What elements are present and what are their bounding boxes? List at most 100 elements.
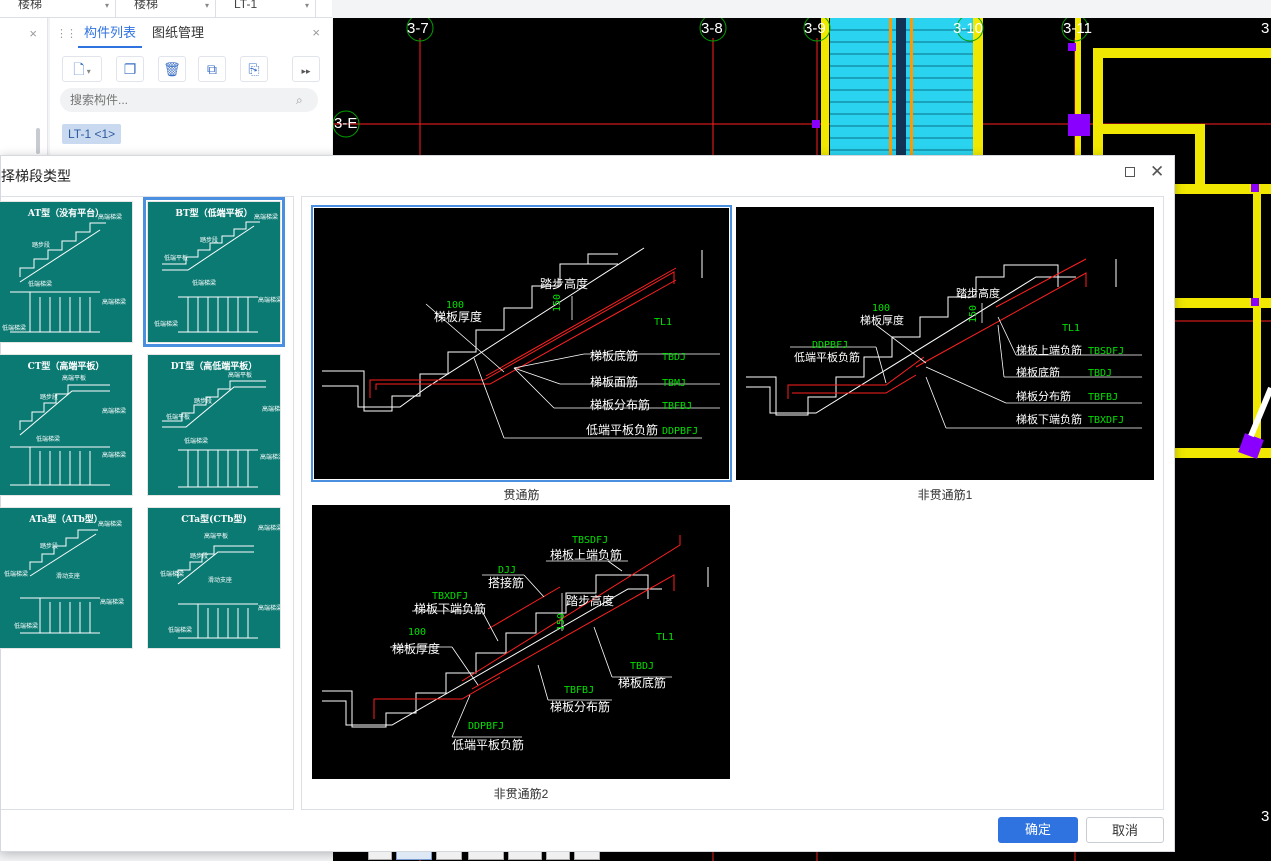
rebar-diagram: 100 梯板厚度 踏步高度 150 TL1 DDPBFJ 低端平板负筋 梯板上端…	[746, 258, 1142, 429]
stair-type-thumbnail: 高端梯梁 踏步段 低端梯梁 滑动支座 高端梯梁 低端梯梁	[4, 520, 124, 634]
scrollbar[interactable]	[36, 128, 40, 154]
rebar-code: TBMJ	[662, 378, 686, 389]
tab-component-list[interactable]: 构件列表	[78, 18, 143, 48]
thumb-label: 踏步段	[194, 397, 212, 405]
layers-icon: ⧉	[207, 61, 217, 77]
rebar-code: DDPBFJ	[662, 426, 698, 437]
rebar-option-through[interactable]: 100 梯板厚度 踏步高度 150 TL1 梯板底筋 TBDJ 梯板面筋 TBM…	[311, 205, 732, 482]
thumb-label: 高端梯梁	[254, 213, 278, 221]
more-button[interactable]: ▸▸	[292, 56, 320, 82]
component-type-dropdown[interactable]: 楼梯▾	[116, 0, 216, 17]
maximize-icon[interactable]	[1125, 167, 1135, 177]
thumb-label: 高端梯梁	[260, 453, 281, 461]
search-icon: ⌕	[296, 93, 303, 107]
rebar-option-caption: 非贯通筋2	[493, 787, 549, 801]
extract-button[interactable]: ⎘	[240, 56, 268, 82]
search-input[interactable]	[60, 88, 318, 112]
rebar-name: 梯板下端负筋	[414, 601, 486, 616]
thumb-label: 踏步段	[190, 552, 208, 560]
thumb-label: 踏步段	[40, 393, 58, 401]
reinforcement-preview-panel: 100 梯板厚度 踏步高度 150 TL1 梯板底筋 TBDJ 梯板面筋 TBM…	[301, 196, 1164, 810]
label-text: 梯板厚度	[392, 641, 440, 656]
label-text: 梯板厚度	[434, 309, 482, 324]
toolbar-tab[interactable]	[508, 852, 542, 860]
rebar-code: TBDJ	[630, 661, 654, 672]
dropdown-value: 楼梯	[18, 0, 43, 11]
chevron-down-icon: ▾	[84, 67, 91, 76]
component-name-dropdown[interactable]: LT-1▾	[216, 0, 316, 17]
tl-label: TL1	[656, 632, 674, 643]
stair-type-title: AT型（没有平台）	[27, 209, 105, 219]
dimension-text: 150	[556, 613, 567, 631]
toolbar-tab[interactable]	[436, 852, 462, 860]
toolbar-tab[interactable]	[468, 852, 504, 860]
thumb-label: 低端梯梁	[14, 622, 38, 630]
toolbar-tab[interactable]	[574, 852, 600, 860]
thumb-label: 滑动支座	[208, 576, 232, 584]
thumb-label: 踏步段	[200, 236, 218, 244]
stair-type-title: BT型（低端平板）	[175, 209, 253, 219]
stair-type-bt[interactable]: 高端梯梁 踏步段 低端平板 低端梯梁 高端梯梁 低端梯梁 BT型（低端平板）	[143, 197, 285, 347]
dimension-text: 100	[446, 300, 464, 311]
rebar-name: 梯板下端负筋	[1016, 412, 1082, 426]
rebar-option-caption: 非贯通筋1	[917, 488, 973, 502]
stair-type-at[interactable]: 高端梯梁 踏步段 低端梯梁 高端梯梁 低端梯梁 AT型（没有平台）	[0, 201, 133, 343]
delete-button[interactable]: 🗑	[158, 56, 186, 82]
drag-handle-icon[interactable]: ⋮⋮	[56, 28, 77, 40]
new-component-button[interactable]: 🗋 ▾	[62, 56, 102, 82]
rebar-name: 梯板面筋	[590, 374, 638, 389]
confirm-button[interactable]: 确定	[998, 817, 1078, 843]
label-text: 踏步高度	[540, 276, 588, 291]
close-icon[interactable]: ×	[312, 25, 320, 40]
rebar-name: 梯板上端负筋	[1016, 343, 1082, 357]
tab-drawing-management[interactable]: 图纸管理	[152, 25, 205, 40]
toolbar-tab[interactable]	[546, 852, 570, 860]
rebar-name: 低端平板负筋	[452, 737, 524, 752]
double-chevron-right-icon: ▸▸	[301, 66, 311, 76]
rebar-option-non-through-2[interactable]: TBSDFJ 梯板上端负筋 DJJ 搭接筋 TBXDFJ 梯板下端负筋 踏步高度…	[312, 505, 730, 779]
stair-type-list: 高端梯梁 踏步段 低端梯梁 高端梯梁 低端梯梁 AT型（没有平台）	[0, 196, 294, 810]
copy-button[interactable]: ❐	[116, 56, 144, 82]
cancel-button[interactable]: 取消	[1086, 817, 1164, 843]
thumb-label: 低端梯梁	[2, 324, 26, 332]
component-list-item[interactable]: LT-1 <1>	[62, 124, 122, 144]
chevron-down-icon: ▾	[204, 1, 209, 10]
stair-type-thumbnail: 高端梯梁 踏步段 低端平板 低端梯梁 高端梯梁 低端梯梁	[154, 213, 281, 333]
label-text: 梯板厚度	[860, 313, 904, 327]
floor-type-dropdown[interactable]: 楼梯▾	[0, 0, 116, 17]
rebar-name: 低端平板负筋	[586, 422, 658, 437]
thumb-label: 高端平板	[62, 374, 86, 382]
axis-label: 3-E	[334, 115, 358, 132]
axis-label: 3-9	[804, 20, 826, 37]
rebar-code: TBSDFJ	[572, 535, 608, 546]
stair-type-dt[interactable]: 高端平板 踏步段 高端梯梁 低端平板 低端梯梁 高端梯梁 DT型（高低端平板）	[147, 354, 281, 496]
thumb-label: 高端梯梁	[102, 451, 126, 459]
label-text: 踏步高度	[956, 286, 1000, 300]
rebar-diagram: TBSDFJ 梯板上端负筋 DJJ 搭接筋 TBXDFJ 梯板下端负筋 踏步高度…	[322, 535, 709, 752]
chevron-down-icon: ▾	[304, 1, 309, 10]
rebar-name: 梯板底筋	[590, 348, 638, 363]
thumb-label: 高端梯梁	[98, 213, 122, 221]
close-icon[interactable]: ✕	[1150, 162, 1165, 181]
axis-label: 3-8	[701, 20, 723, 37]
rebar-code: TBFBJ	[564, 685, 594, 696]
trash-icon: 🗑	[163, 61, 181, 77]
thumb-label: 高端梯梁	[258, 604, 281, 612]
toolbar-tab[interactable]	[368, 852, 392, 860]
stair-type-title: ATa型（ATb型）	[29, 515, 103, 525]
stair-type-ct[interactable]: 高端平板 踏步段 高端梯梁 低端梯梁 高端梯梁 CT型（高端平板）	[0, 354, 133, 496]
thumb-label: 高端梯梁	[258, 296, 281, 304]
rebar-name: 梯板底筋	[618, 675, 666, 690]
stair-type-cta[interactable]: 高端梯梁 高端平板 踏步段 低端梯梁 滑动支座 高端梯梁 低端梯梁 CTa型(C…	[147, 507, 281, 649]
stair-type-ata[interactable]: 高端梯梁 踏步段 低端梯梁 滑动支座 高端梯梁 低端梯梁 ATa型（ATb型）	[0, 507, 133, 649]
tl-label: TL1	[654, 317, 672, 328]
rebar-option-non-through-1[interactable]: 100 梯板厚度 踏步高度 150 TL1 DDPBFJ 低端平板负筋 梯板上端…	[736, 207, 1154, 480]
close-icon[interactable]: ×	[29, 26, 37, 41]
toolbar-tab[interactable]	[396, 852, 432, 860]
stair-type-title: CT型（高端平板）	[27, 362, 105, 372]
thumb-label: 踏步段	[32, 241, 50, 249]
thumb-label: 高端梯梁	[102, 298, 126, 306]
copy-to-floor-button[interactable]: ⧉	[198, 56, 226, 82]
rebar-code: TBSDFJ	[1088, 346, 1124, 357]
axis-label: 3-7	[407, 20, 429, 37]
